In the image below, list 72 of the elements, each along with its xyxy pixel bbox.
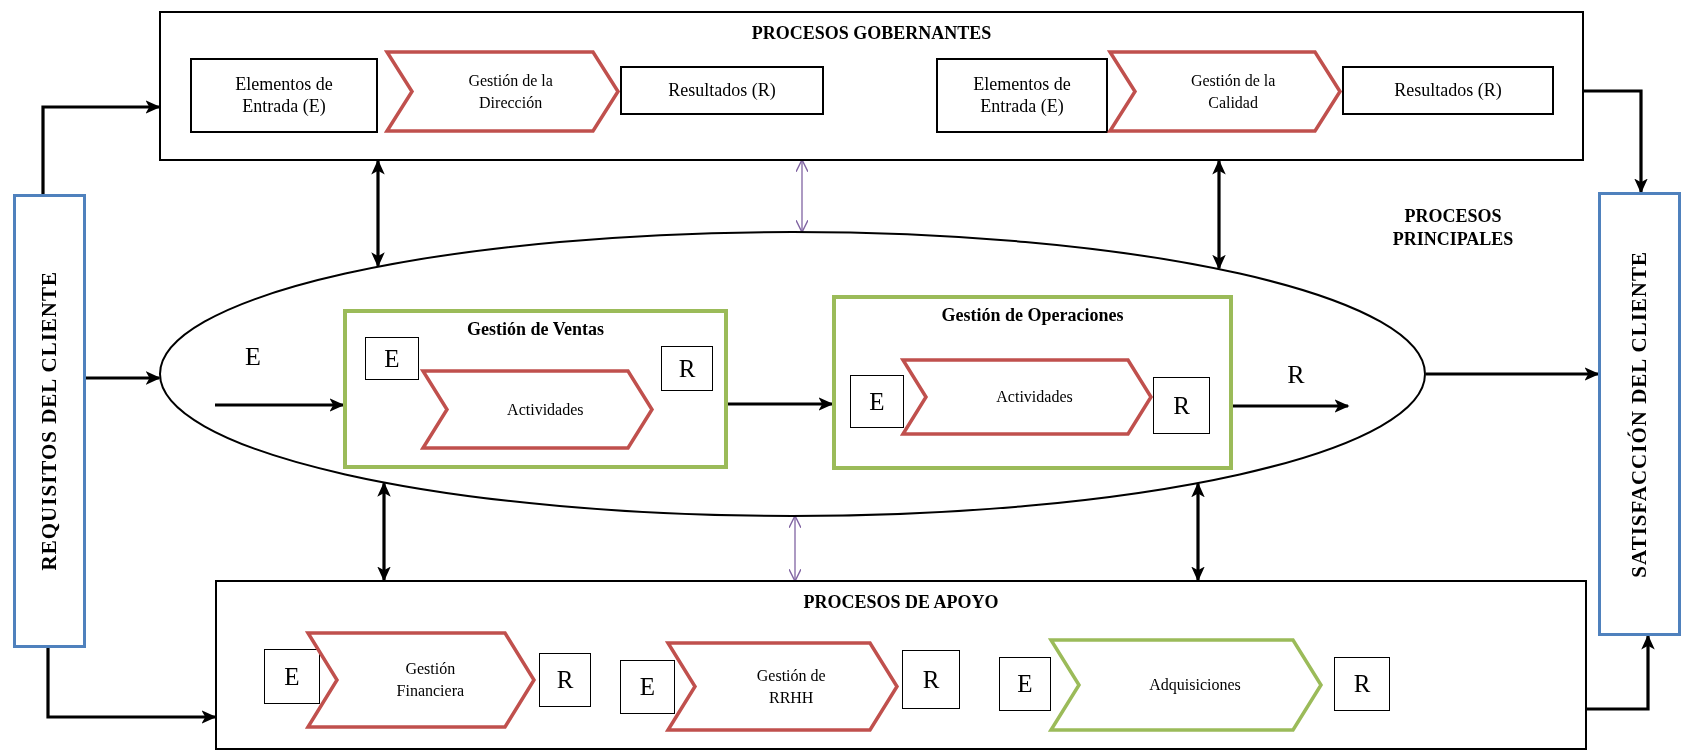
flow-label: R (1286, 359, 1306, 391)
double-arrow (371, 159, 385, 268)
arrow (728, 397, 834, 411)
double-arrow (788, 515, 802, 582)
client-box (13, 194, 86, 648)
process-box (620, 66, 824, 115)
double-arrow (795, 159, 809, 233)
io-label: R (1173, 390, 1190, 421)
step-label: Actividades (996, 387, 1073, 408)
arrow (1233, 399, 1350, 413)
process-step (1108, 50, 1342, 133)
client-label: SATISFACCIÓN DEL CLIENTE (1627, 250, 1652, 578)
process-step (666, 641, 899, 732)
client-label: REQUISITOS DEL CLIENTE (37, 271, 62, 571)
process-box (936, 58, 1108, 133)
io-label: E (869, 386, 885, 417)
step-label: Adquisiciones (1149, 675, 1241, 696)
group-title: PROCESOS DE APOYO (802, 592, 1000, 613)
io-label: E (384, 343, 400, 374)
box-label: Elementos de Entrada (E) (234, 73, 334, 118)
group-title: PROCESOS GOBERNANTES (750, 23, 993, 44)
box-label: Resultados (R) (1394, 79, 1502, 102)
io-label: E (1017, 669, 1033, 699)
client-box (1598, 192, 1681, 636)
io-label: E (284, 661, 300, 692)
io-box (999, 657, 1051, 711)
process-step (385, 50, 620, 133)
io-box (850, 375, 904, 428)
step-label: Gestión de la Dirección (467, 70, 554, 113)
io-label: R (556, 665, 574, 695)
process-box (1342, 66, 1554, 115)
step-label: Gestión Financiera (395, 659, 466, 701)
io-box (264, 649, 320, 704)
io-box (365, 337, 419, 380)
group-title: Gestión de Ventas (466, 319, 605, 340)
process-group-box (159, 11, 1584, 161)
double-arrow (1212, 159, 1226, 270)
process-step (421, 369, 654, 450)
arrow (86, 371, 161, 385)
box-label: Resultados (R) (668, 79, 776, 102)
process-step (1049, 638, 1323, 732)
arrow (215, 398, 345, 412)
io-box (661, 346, 713, 391)
arrow (1587, 634, 1655, 711)
arrow (46, 648, 217, 724)
process-box (190, 58, 378, 133)
box-label: Elementos de Entrada (E) (972, 73, 1072, 118)
io-label: R (922, 664, 940, 695)
process-step (306, 631, 536, 729)
group-title: Gestión de Operaciones (940, 305, 1125, 326)
process-box (343, 309, 728, 469)
process-box (832, 295, 1233, 470)
io-label: R (678, 353, 696, 384)
io-box (1334, 657, 1390, 711)
io-box (620, 660, 675, 714)
step-label: Gestión de la Calidad (1189, 70, 1277, 113)
double-arrow (377, 481, 391, 582)
arrow (1584, 89, 1648, 194)
io-box (902, 650, 960, 709)
section-title: PROCESOS PRINCIPALES (1391, 205, 1515, 252)
arrow (1426, 367, 1600, 381)
flow-label: E (244, 341, 262, 373)
double-arrow (1191, 482, 1205, 582)
arrow (41, 100, 161, 194)
process-group-box (215, 580, 1587, 750)
io-label: R (1353, 669, 1371, 699)
io-box (1153, 377, 1210, 434)
io-box (539, 653, 591, 707)
io-label: E (639, 672, 656, 702)
step-label: Gestión de RRHH (755, 665, 827, 708)
step-label: Actividades (507, 399, 584, 420)
process-step (901, 358, 1153, 436)
